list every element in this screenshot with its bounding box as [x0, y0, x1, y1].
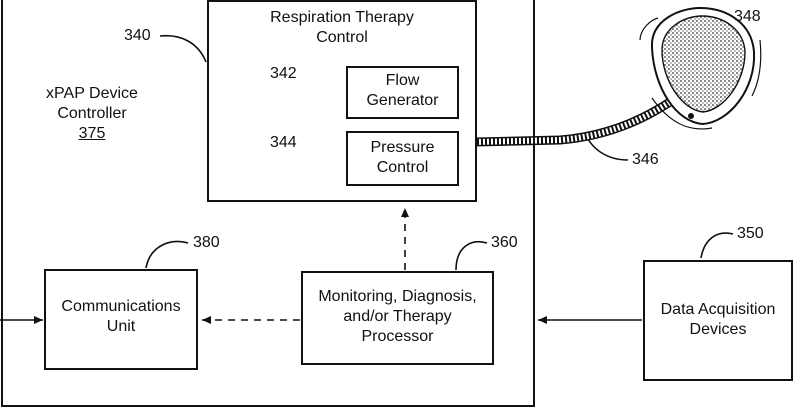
ref-360: 360: [491, 234, 518, 252]
pressure-line2: Control: [346, 158, 459, 178]
respiration-line1: Respiration Therapy: [207, 8, 477, 28]
processor-label: Monitoring, Diagnosis, and/or Therapy Pr…: [301, 287, 494, 347]
leader-340: [160, 36, 206, 62]
flow-line2: Generator: [346, 91, 459, 111]
daq-line1: Data Acquisition: [643, 300, 793, 320]
processor-line3: Processor: [301, 327, 494, 347]
processor-line1: Monitoring, Diagnosis,: [301, 287, 494, 307]
comms-line1: Communications: [44, 297, 198, 317]
ref-380: 380: [193, 234, 220, 252]
ref-346: 346: [632, 151, 659, 169]
leader-350: [701, 233, 733, 258]
data-acquisition-label: Data Acquisition Devices: [643, 300, 793, 340]
comms-line2: Unit: [44, 317, 198, 337]
controller-line2: Controller: [22, 104, 162, 124]
controller-label: xPAP Device Controller 375: [22, 84, 162, 144]
flow-line1: Flow: [346, 71, 459, 91]
air-tube: [475, 88, 690, 142]
flow-generator-label: Flow Generator: [346, 71, 459, 111]
respiration-therapy-control-label: Respiration Therapy Control: [207, 8, 477, 48]
ref-340: 340: [124, 27, 151, 45]
communications-unit-label: Communications Unit: [44, 297, 198, 337]
controller-ref: 375: [22, 124, 162, 144]
processor-line2: and/or Therapy: [301, 307, 494, 327]
leader-380: [146, 242, 188, 268]
respiration-line2: Control: [207, 28, 477, 48]
ref-344: 344: [270, 134, 297, 152]
pressure-control-label: Pressure Control: [346, 138, 459, 178]
leader-360: [456, 242, 487, 270]
controller-line1: xPAP Device: [22, 84, 162, 104]
daq-line2: Devices: [643, 320, 793, 340]
ref-342: 342: [270, 65, 297, 83]
pressure-line1: Pressure: [346, 138, 459, 158]
ref-348: 348: [734, 8, 761, 26]
ref-350: 350: [737, 225, 764, 243]
